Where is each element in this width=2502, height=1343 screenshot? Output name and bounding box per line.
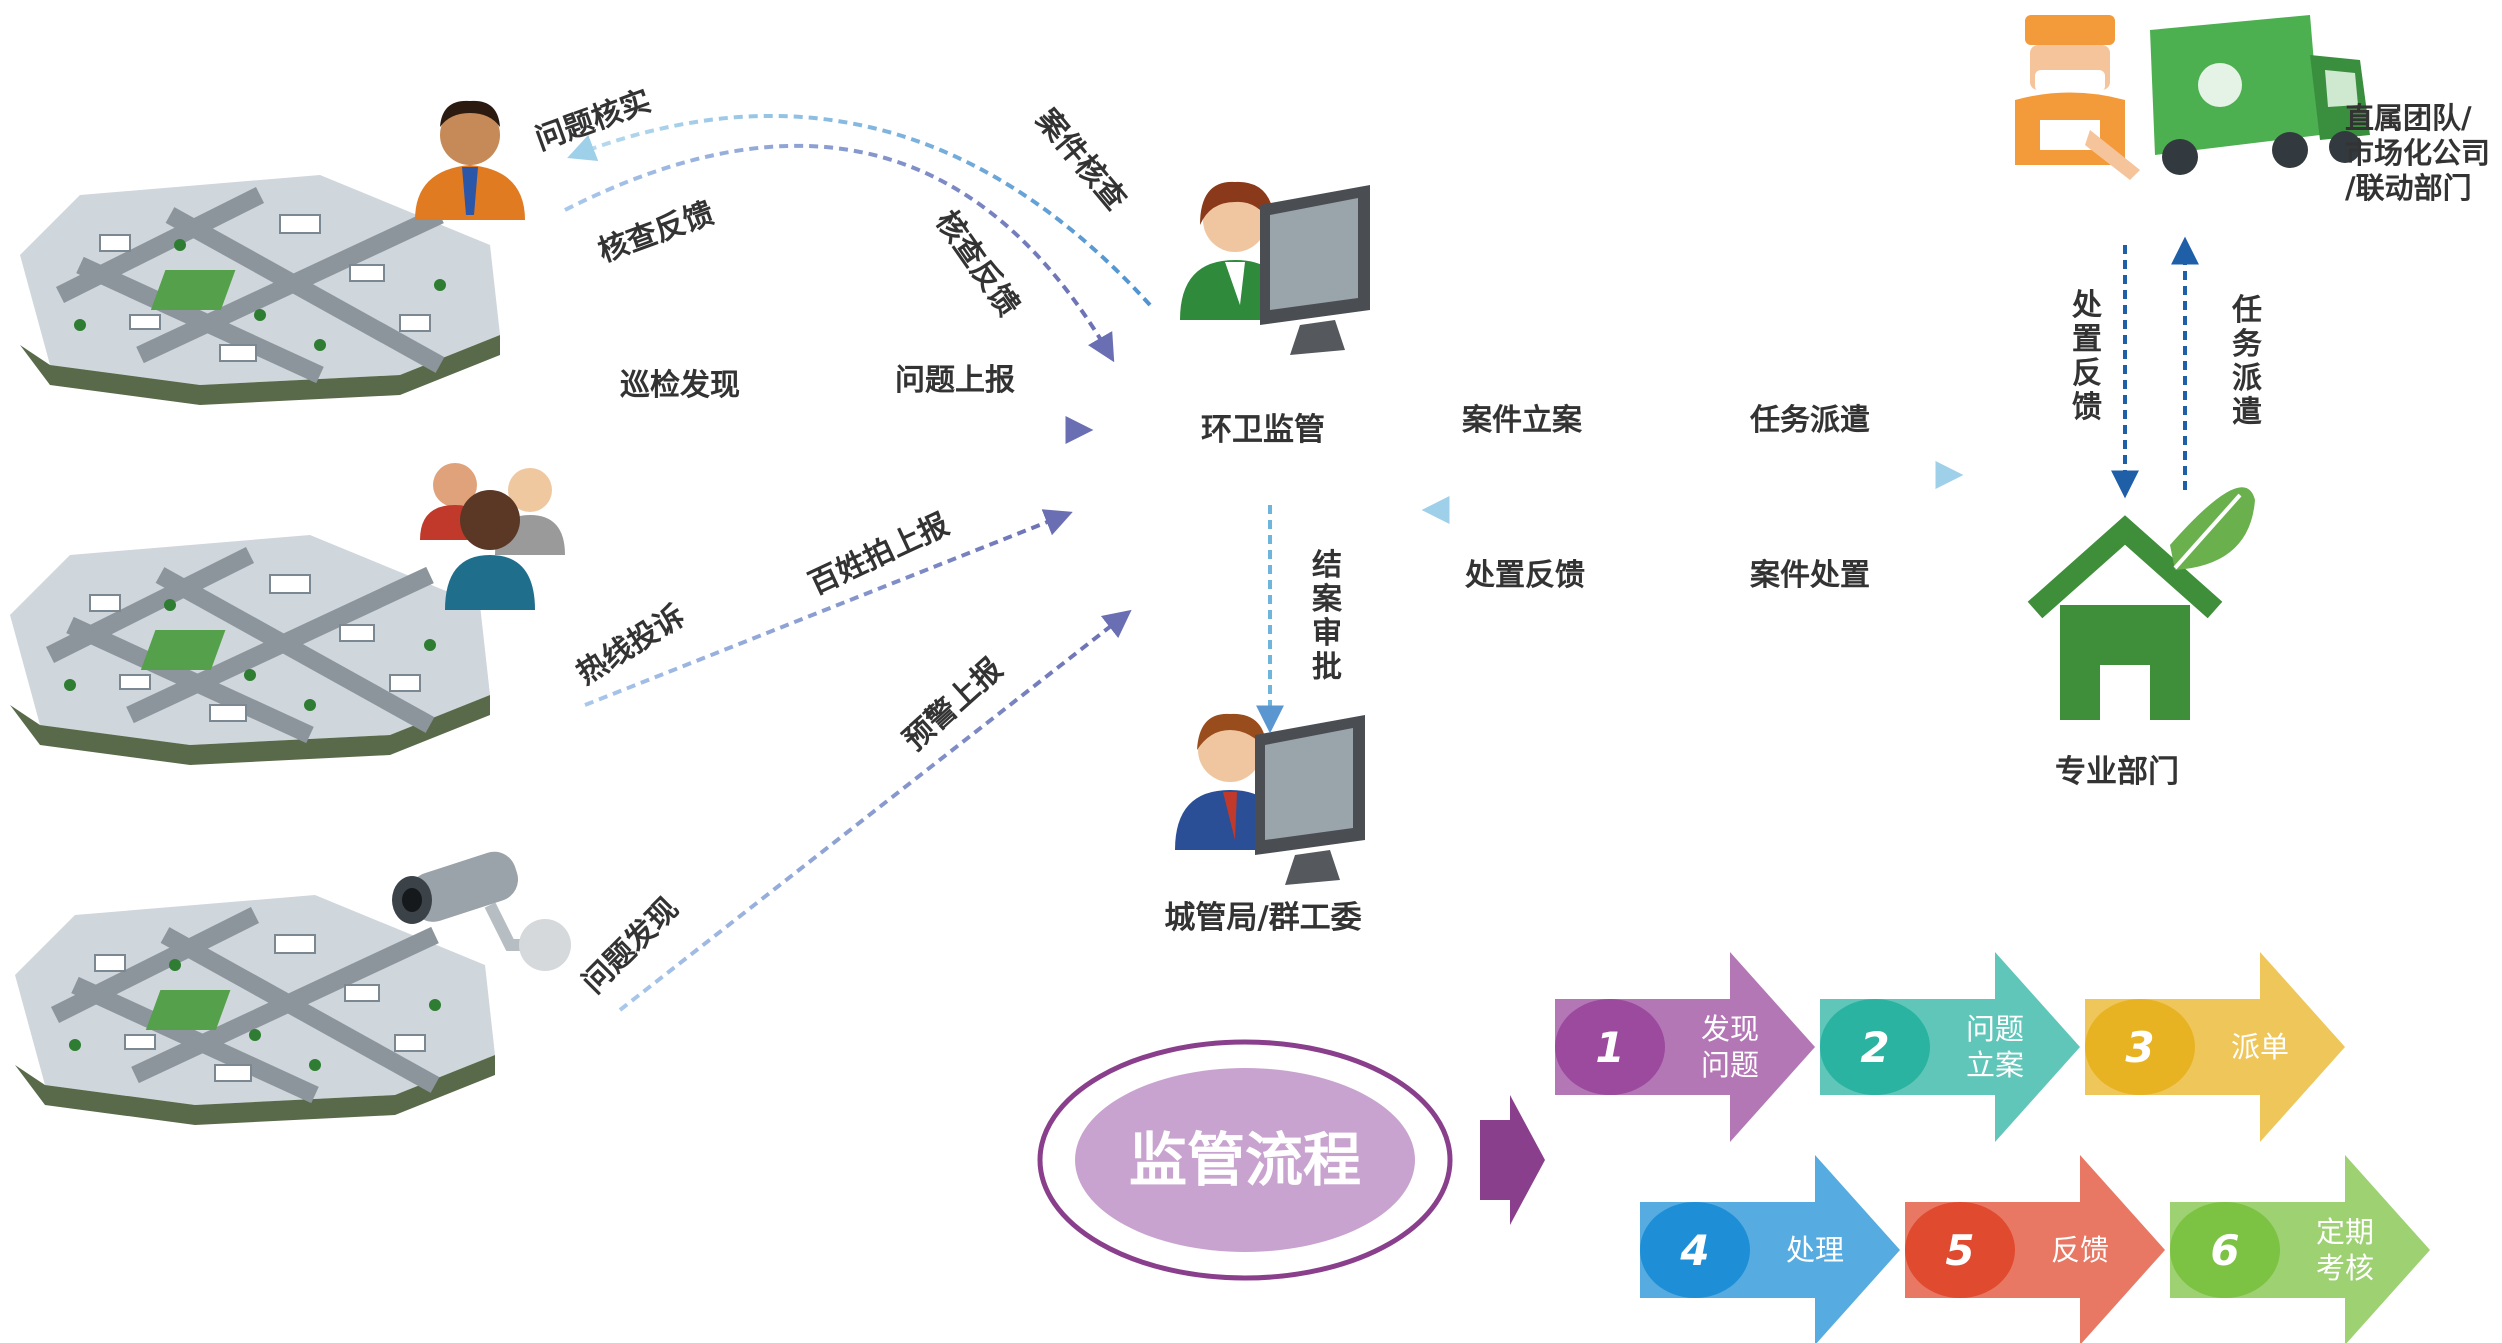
direct-team-line-2: 市场化公司: [2345, 136, 2490, 170]
process-step-number: 4: [1679, 1226, 1709, 1275]
people-group-icon: [420, 463, 565, 610]
process-step-badge: [1820, 999, 1930, 1095]
sanitation-worker-icon: [2015, 15, 2140, 180]
process-step-4: 4 处理: [1640, 1155, 1900, 1343]
process-step-arrow: [2085, 952, 2345, 1142]
task-dispatch-v-label: 任务派遣: [2231, 293, 2262, 430]
hotline-arrow: [584, 509, 1073, 707]
process-step-badge: [2085, 999, 2195, 1095]
case-register-label: 案件立案: [1462, 403, 1583, 438]
check-feedback-arrow: [564, 143, 1115, 363]
process-step-number: 1: [1595, 1023, 1624, 1072]
handle-feedback-h-label: 处置反馈: [1464, 558, 1585, 593]
process-step-label: 发现: [1701, 1012, 1759, 1046]
city-map-icon: [10, 535, 490, 765]
patrol-found-label: 巡检发现: [620, 368, 740, 403]
process-arrow-icon: [1480, 1095, 1545, 1225]
hotline-label: 热线投诉: [571, 599, 691, 692]
city-map-icon: [20, 175, 500, 405]
check-feedback-left-label: 核查反馈: [594, 196, 719, 270]
process-title: 监管流程: [1037, 1039, 1453, 1281]
direct-team-line-3: /联动部门: [2345, 171, 2472, 205]
process-step-3: 3 派单: [2085, 952, 2345, 1142]
handle-feedback-v-label: 处置反馈: [2071, 288, 2102, 425]
process-step-badge: [1640, 1202, 1750, 1298]
city-mgmt-node-label: 城管局/群工委: [1164, 900, 1361, 936]
process-step-label: 派单: [2231, 1030, 2289, 1064]
case-handle-label: 案件处置: [1750, 558, 1870, 593]
security-camera-icon: [392, 851, 571, 971]
process-step-arrow: [1555, 952, 1815, 1142]
issue-verify-arrow: [567, 114, 1152, 307]
computer-operator-icon: [1180, 181, 1370, 355]
process-title-text: 监管流程: [1129, 1126, 1361, 1194]
issue-report-label: 问题上报: [895, 363, 1015, 398]
computer-operator-icon: [1175, 713, 1365, 885]
process-step-label: 立案: [1966, 1048, 2024, 1082]
case-check-label: 案件核查: [1029, 103, 1133, 217]
check-feedback-right-label: 核查反馈: [928, 205, 1025, 323]
professional-node-label: 专业部门: [2055, 754, 2179, 790]
eco-house-icon: [2027, 487, 2255, 720]
process-step-badge: [2170, 1202, 2280, 1298]
alert-report-arrow: [618, 609, 1132, 1012]
process-step-label: 定期: [2316, 1215, 2374, 1249]
person-icon: [415, 100, 525, 220]
alert-report-label: 预警上报: [897, 652, 1010, 758]
process-step-arrow: [1820, 952, 2080, 1142]
task-dispatch-h-label: 任务派遣: [1749, 403, 1870, 438]
direct-team-line-1: 直属团队/: [2345, 101, 2472, 135]
sanitation-node-label: 环卫监管: [1201, 412, 1325, 448]
process-step-label: 处理: [1786, 1233, 1844, 1267]
process-step-label: 反馈: [2051, 1233, 2109, 1267]
process-step-label: 问题: [1966, 1012, 2024, 1046]
process-step-label: 考核: [2316, 1251, 2374, 1285]
process-step-number: 2: [1860, 1023, 1889, 1072]
process-step-badge: [1555, 999, 1665, 1095]
process-step-number: 5: [1945, 1226, 1974, 1275]
process-step-badge: [1905, 1202, 2015, 1298]
city-map-icon: [15, 895, 495, 1125]
process-step-label: 问题: [1701, 1048, 1759, 1082]
process-step-5: 5 反馈: [1905, 1155, 2165, 1343]
garbage-truck-icon: [2150, 15, 2370, 175]
process-step-number: 3: [2125, 1023, 2154, 1072]
issue-found-label: 问题发现: [576, 891, 686, 1001]
process-step-number: 6: [2210, 1226, 2239, 1275]
case-approval-label: 结案审批: [1312, 548, 1343, 685]
